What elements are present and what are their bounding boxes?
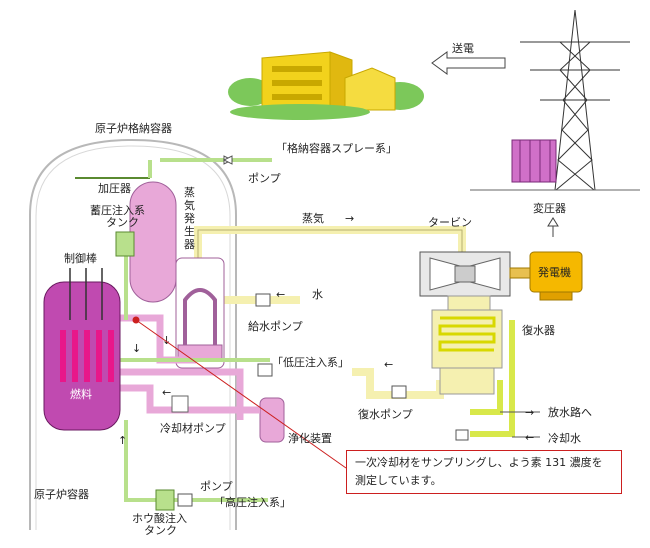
containment-vessel-shape [29, 138, 237, 530]
condenser-icon [431, 295, 503, 395]
sampling-note-line1: 一次冷却材をサンプリングし、よう素 131 濃度を [355, 456, 603, 469]
boric-acid-tank-icon [155, 489, 175, 511]
label-water: 水 [312, 288, 323, 301]
label-fuel: 燃料 [70, 387, 92, 401]
transmission-tower-icon [470, 9, 640, 191]
label-pressurizer: 加圧器 [98, 182, 131, 195]
callout-line [135, 319, 347, 469]
up-arrow-icon [547, 217, 559, 237]
low-pressure-pump-icon [257, 363, 273, 377]
label-steam-generator: 蒸気発 生器 [184, 186, 199, 251]
svg-text:↑: ↑ [118, 434, 127, 447]
label-transmission: 送電 [452, 41, 474, 55]
power-consumer-building-icon [228, 51, 424, 120]
label-reactor-vessel: 原子炉容器 [34, 487, 89, 501]
label-discharge: 放水路へ [548, 405, 592, 419]
label-coolant-pump: 冷却材ポンプ [160, 421, 226, 435]
transmission-arrow-icon [431, 51, 506, 75]
svg-text:←: ← [162, 386, 171, 399]
purification-tank-icon [259, 397, 285, 443]
label-condensate-pump: 復水ポンプ [358, 408, 413, 421]
label-boric-acid-tank: ホウ酸注入 タンク [132, 511, 191, 537]
label-feedwater-pump: 給水ポンプ [248, 319, 303, 333]
label-purification: 浄化装置 [288, 431, 332, 445]
condensate-pump-icon [391, 385, 407, 399]
svg-text:←: ← [525, 431, 534, 444]
sampling-note-line2: 測定しています。 [355, 474, 442, 487]
label-generator: 発電機 [538, 265, 571, 279]
label-pump-bottom: ポンプ [200, 480, 233, 493]
turbine-icon [419, 251, 511, 297]
label-turbine: タービン [428, 216, 472, 229]
label-spray-system: 「格納容器スプレー系」 [276, 141, 397, 155]
cooling-pump-icon [455, 429, 469, 441]
svg-text:←: ← [276, 288, 285, 301]
label-boric-acid-line1: ホウ酸注入 [132, 511, 187, 525]
svg-text:↓: ↓ [132, 342, 141, 355]
high-pressure-pump-icon [177, 493, 193, 507]
label-high-pressure-injection: 「高圧注入系」 [214, 495, 291, 509]
svg-text:→: → [345, 212, 354, 225]
accumulator-tank-icon [115, 231, 135, 257]
svg-text:→: → [525, 406, 534, 419]
sampling-note: 一次冷却材をサンプリングし、よう素 131 濃度を 測定しています。 [346, 450, 622, 494]
label-cooling-water: 冷却水 [548, 432, 581, 445]
label-accumulator-line2: タンク [106, 216, 139, 229]
label-accumulator: 蓄圧注入系 タンク [90, 203, 149, 229]
svg-text:↓: ↓ [162, 334, 171, 347]
label-boric-acid-line2: タンク [144, 524, 177, 537]
label-control-rods: 制御棒 [64, 251, 97, 265]
label-transformer: 変圧器 [533, 201, 566, 215]
coolant-pump-icon [171, 395, 189, 413]
label-pump-top: ポンプ [248, 172, 281, 185]
label-low-pressure-injection: 「低圧注入系」 [272, 355, 349, 369]
label-steam: 蒸気 [302, 211, 324, 225]
svg-text:←: ← [384, 358, 393, 371]
reactor-vessel-icon [43, 281, 121, 431]
generator-icon [529, 251, 583, 301]
transformer-icon [511, 139, 557, 183]
feedwater-pump-icon [255, 293, 271, 307]
label-condenser: 復水器 [522, 324, 555, 337]
label-accumulator-line1: 蓄圧注入系 [90, 203, 145, 217]
label-containment-vessel: 原子炉格納容器 [95, 121, 172, 135]
control-rods-icon [69, 268, 103, 320]
